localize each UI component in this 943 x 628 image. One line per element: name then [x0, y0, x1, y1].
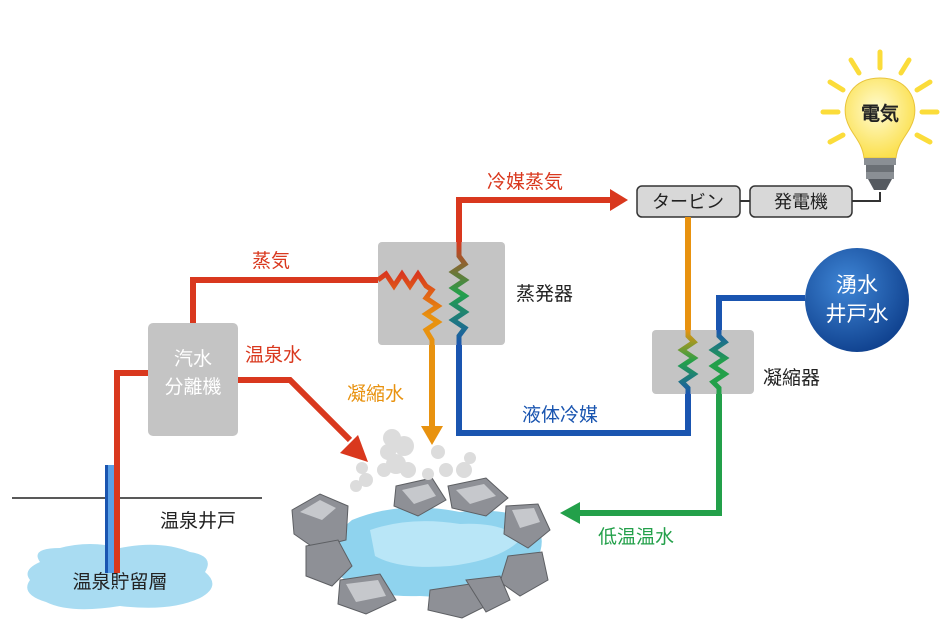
steam-label: 蒸気 [252, 250, 290, 272]
condensate-label: 凝縮水 [347, 383, 404, 405]
condenser-refrigerant-coil [677, 330, 699, 394]
electricity-label: 電気 [861, 102, 899, 125]
evaporator-steam-coil [376, 269, 443, 345]
low-temp-water-arrow [560, 502, 580, 524]
cooling-water-pipe [716, 295, 805, 330]
evaporator [378, 242, 505, 345]
condenser-label: 凝縮器 [763, 367, 820, 389]
condenser-water-coil [708, 330, 730, 394]
turbine-label: タービン [652, 192, 724, 213]
condenser [652, 330, 754, 394]
spring-well-label-line1: 湧水 [836, 273, 878, 297]
steam-cloud-icon [350, 429, 476, 492]
refrigerant-vapor-pipe [456, 197, 612, 242]
evaporator-refrigerant-coil [448, 242, 470, 345]
condensate-arrow [421, 426, 443, 445]
separator-label-line2: 分離機 [164, 376, 221, 398]
liquid-refrigerant-pipe [456, 345, 691, 436]
generator-label: 発電機 [774, 192, 828, 213]
hot-spring-water-arrow [340, 435, 368, 462]
low-temp-water-pipe [578, 394, 722, 516]
spring-well-label-line2: 井戸水 [826, 302, 889, 326]
hot-spring-well-label: 温泉井戸 [160, 510, 236, 532]
liquid-refrigerant-label: 液体冷媒 [522, 404, 598, 426]
evaporator-label: 蒸発器 [516, 283, 573, 305]
steam-water-separator [148, 323, 238, 436]
light-bulb-icon [820, 49, 940, 190]
hot-spring-water-label: 温泉水 [245, 344, 302, 366]
steam-pipe [190, 277, 378, 323]
spring-well-water-source [805, 248, 909, 352]
hot-spring-pool-icon [291, 477, 551, 619]
hot-spring-water-pipe [238, 377, 353, 443]
separator-label-line1: 汽水 [174, 348, 212, 370]
reservoir-label: 温泉貯留層 [72, 571, 167, 593]
refrigerant-vapor-arrow [610, 189, 628, 211]
hot-spring-reservoir [27, 544, 213, 610]
refrigerant-vapor-label: 冷媒蒸気 [487, 171, 563, 193]
low-temp-water-label: 低温温水 [598, 526, 674, 548]
power-wire [852, 192, 881, 202]
hot-water-pipe [114, 370, 150, 573]
